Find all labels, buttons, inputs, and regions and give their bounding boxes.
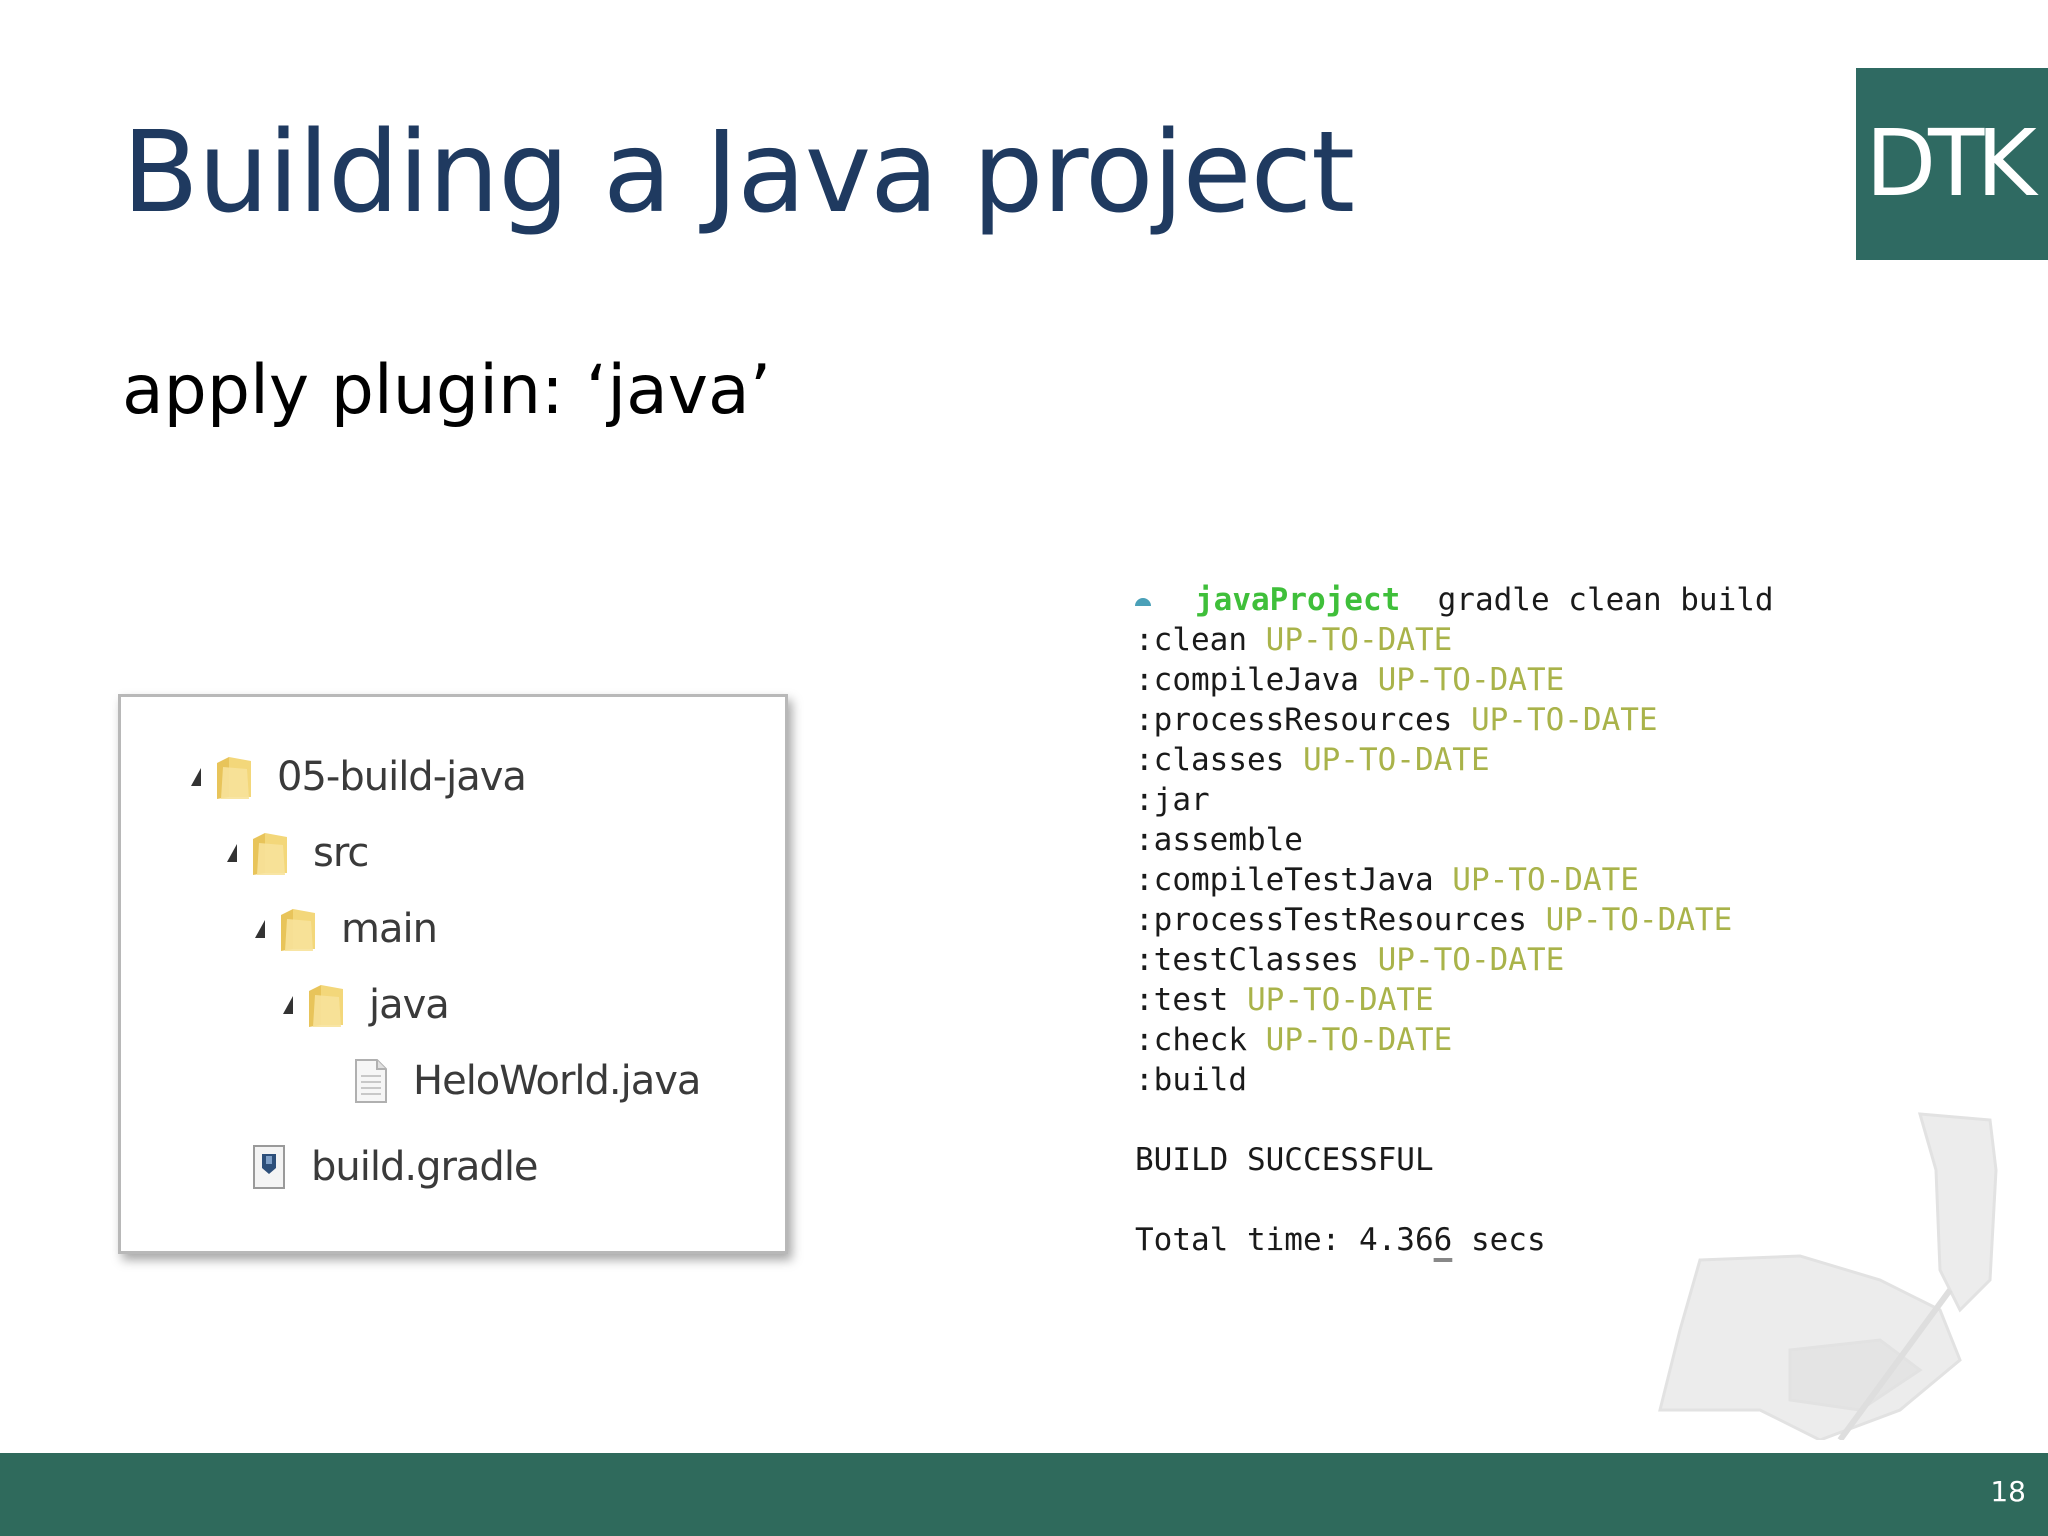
tree-item-heloworld-java[interactable]: HeloWorld.java [353, 1051, 701, 1111]
dtk-logo: DTK [1856, 68, 2048, 260]
terminal-task-line: :compileTestJava UP-TO-DATE [1135, 860, 1639, 900]
slide-footer: 18 [0, 1453, 2048, 1536]
task-name: :compileJava [1135, 662, 1359, 698]
prompt-command: gradle clean build [1437, 582, 1774, 618]
expand-triangle-icon[interactable] [191, 768, 201, 786]
terminal-cursor: 6 [1433, 1222, 1453, 1258]
terminal-task-line: :classes UP-TO-DATE [1135, 740, 1490, 780]
folder-icon [253, 833, 287, 875]
task-name: :compileTestJava [1135, 862, 1434, 898]
terminal-task-line: :jar [1135, 780, 1210, 820]
terminal-task-line: :clean UP-TO-DATE [1135, 620, 1452, 660]
tree-item-label: HeloWorld.java [413, 1058, 701, 1104]
page-number: 18 [1990, 1475, 2026, 1508]
task-name: :jar [1135, 782, 1210, 818]
task-status: UP-TO-DATE [1302, 742, 1490, 778]
build-result: BUILD SUCCESSFUL [1135, 1142, 1434, 1178]
total-time-unit: secs [1452, 1222, 1546, 1258]
terminal-task-line: :build [1135, 1060, 1247, 1100]
tree-item-label: 05-build-java [277, 754, 527, 800]
faded-hand-watermark-icon [1658, 1112, 1998, 1440]
task-name: :check [1135, 1022, 1247, 1058]
tree-item-java[interactable]: java [283, 975, 450, 1035]
task-name: :test [1135, 982, 1229, 1018]
tree-item-build-gradle[interactable]: build.gradle [251, 1137, 539, 1197]
task-name: :testClasses [1135, 942, 1359, 978]
task-status: UP-TO-DATE [1452, 862, 1639, 898]
task-name: :clean [1135, 622, 1247, 658]
total-time-label: Total time: 4.36 [1135, 1222, 1434, 1258]
terminal-task-line: :processTestResources UP-TO-DATE [1135, 900, 1732, 940]
gradle-file-icon [253, 1145, 285, 1189]
terminal-task-line: :test UP-TO-DATE [1135, 980, 1434, 1020]
expand-triangle-icon[interactable] [227, 844, 237, 862]
prompt-project: javaProject [1195, 582, 1401, 618]
terminal-output: javaProject gradle clean build :clean UP… [1120, 560, 1840, 1280]
terminal-task-line: :compileJava UP-TO-DATE [1135, 660, 1564, 700]
tree-item-label: src [313, 830, 369, 876]
logo-text: DTK [1865, 110, 2036, 217]
terminal-task-line: :check UP-TO-DATE [1135, 1020, 1452, 1060]
task-status: UP-TO-DATE [1265, 622, 1453, 658]
file-tree-panel: 05-build-java src main [118, 694, 788, 1254]
terminal-task-line: :testClasses UP-TO-DATE [1135, 940, 1564, 980]
file-icon [355, 1059, 387, 1103]
task-name: :processResources [1135, 702, 1453, 738]
task-status: UP-TO-DATE [1247, 982, 1434, 1018]
terminal-task-line: :processResources UP-TO-DATE [1135, 700, 1658, 740]
terminal-prompt-line: javaProject gradle clean build [1135, 580, 1774, 620]
task-status: UP-TO-DATE [1545, 902, 1733, 938]
task-name: :build [1135, 1062, 1247, 1098]
tree-item-05-build-java[interactable]: 05-build-java [191, 747, 527, 807]
task-name: :processTestResources [1135, 902, 1527, 938]
expand-triangle-icon[interactable] [283, 996, 293, 1014]
terminal-task-line: :assemble [1135, 820, 1303, 860]
total-time-line: Total time: 4.366 secs [1135, 1220, 1546, 1260]
expand-triangle-icon[interactable] [255, 920, 265, 938]
folder-icon [309, 985, 343, 1027]
tree-item-label: build.gradle [311, 1144, 539, 1190]
tree-item-label: main [341, 906, 438, 952]
folder-icon [281, 909, 315, 951]
tree-item-label: java [369, 982, 450, 1028]
task-status: UP-TO-DATE [1470, 702, 1658, 738]
task-status: UP-TO-DATE [1377, 662, 1565, 698]
slide-subtitle: apply plugin: ‘java’ [122, 351, 772, 430]
tree-item-main[interactable]: main [255, 899, 438, 959]
slide-title: Building a Java project [122, 108, 1355, 238]
task-name: :classes [1135, 742, 1285, 778]
prompt-arrow-icon [1135, 597, 1151, 606]
folder-icon [217, 757, 251, 799]
tree-item-src[interactable]: src [227, 823, 369, 883]
task-name: :assemble [1135, 822, 1303, 858]
task-status: UP-TO-DATE [1265, 1022, 1453, 1058]
task-status: UP-TO-DATE [1377, 942, 1565, 978]
